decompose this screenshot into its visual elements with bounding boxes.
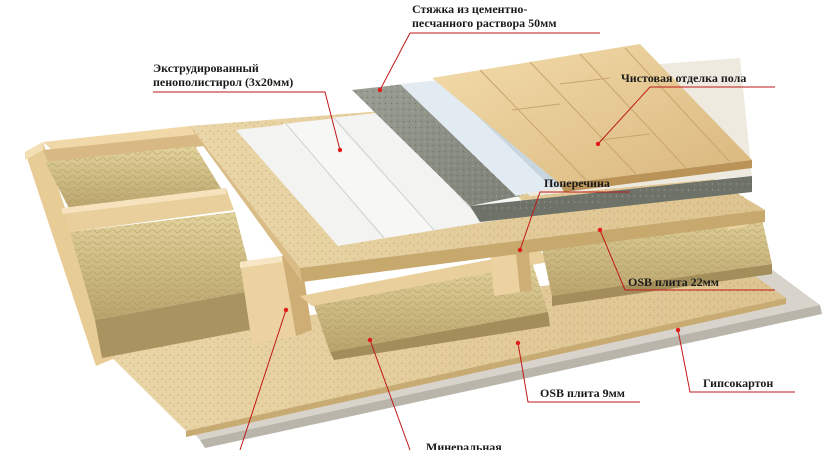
dot-drywall: [675, 327, 681, 333]
label-mineral-wool: Минеральная: [426, 440, 502, 450]
pointer-dots: [283, 87, 681, 346]
osb-9-layer: [96, 262, 786, 437]
dot-screed: [377, 87, 383, 93]
leader-osb9: [517, 342, 640, 403]
label-screed: Стяжка из цементно- песчанного раствора …: [412, 2, 557, 30]
label-crossbar-text: Поперечина: [544, 176, 610, 190]
label-xps-line2: пенополистирол (3х20мм): [153, 75, 294, 89]
label-finish-floor-text: Чистовая отделка пола: [621, 71, 747, 85]
left-crossbeam: [62, 188, 234, 232]
label-osb-9: OSB плита 9мм: [540, 386, 625, 400]
dot-mineral: [367, 337, 373, 343]
leader-joist: [239, 309, 287, 450]
leader-crossbar: [519, 191, 630, 251]
dot-finish: [595, 141, 601, 147]
leader-screed-drop: [379, 32, 411, 91]
leader-osb22: [599, 229, 775, 291]
label-osb-9-text: OSB плита 9мм: [540, 386, 625, 400]
label-xps-line1: Экструдированный: [153, 61, 259, 75]
finish-floor-layer: [432, 44, 752, 192]
label-crossbar: Поперечина: [544, 176, 610, 190]
mineral-wool-middle: [300, 250, 550, 360]
dot-crossbar: [517, 247, 523, 253]
leader-lines: [153, 32, 795, 450]
leader-xps: [153, 91, 341, 151]
label-screed-line2: песчанного раствора 50мм: [412, 16, 557, 30]
dot-osb9: [515, 340, 521, 346]
label-mineral-wool-text: Минеральная: [426, 440, 502, 450]
label-osb-22: OSB плита 22мм: [628, 275, 719, 289]
mineral-wool-right: [540, 210, 772, 306]
leader-finish: [597, 86, 775, 145]
dot-joist: [283, 307, 289, 313]
dot-xps: [337, 147, 343, 153]
label-drywall: Гипсокартон: [703, 376, 773, 390]
dot-osb22: [597, 227, 603, 233]
label-screed-line1: Стяжка из цементно-: [412, 2, 528, 16]
mineral-wool-left: [45, 146, 260, 358]
leader-mineral: [369, 339, 411, 450]
label-drywall-text: Гипсокартон: [703, 376, 774, 390]
label-xps: Экструдированный пенополистирол (3х20мм): [153, 61, 293, 89]
leader-drywall: [677, 329, 795, 393]
label-osb-22-text: OSB плита 22мм: [628, 275, 719, 289]
label-finish-floor: Чистовая отделка пола: [621, 71, 746, 85]
